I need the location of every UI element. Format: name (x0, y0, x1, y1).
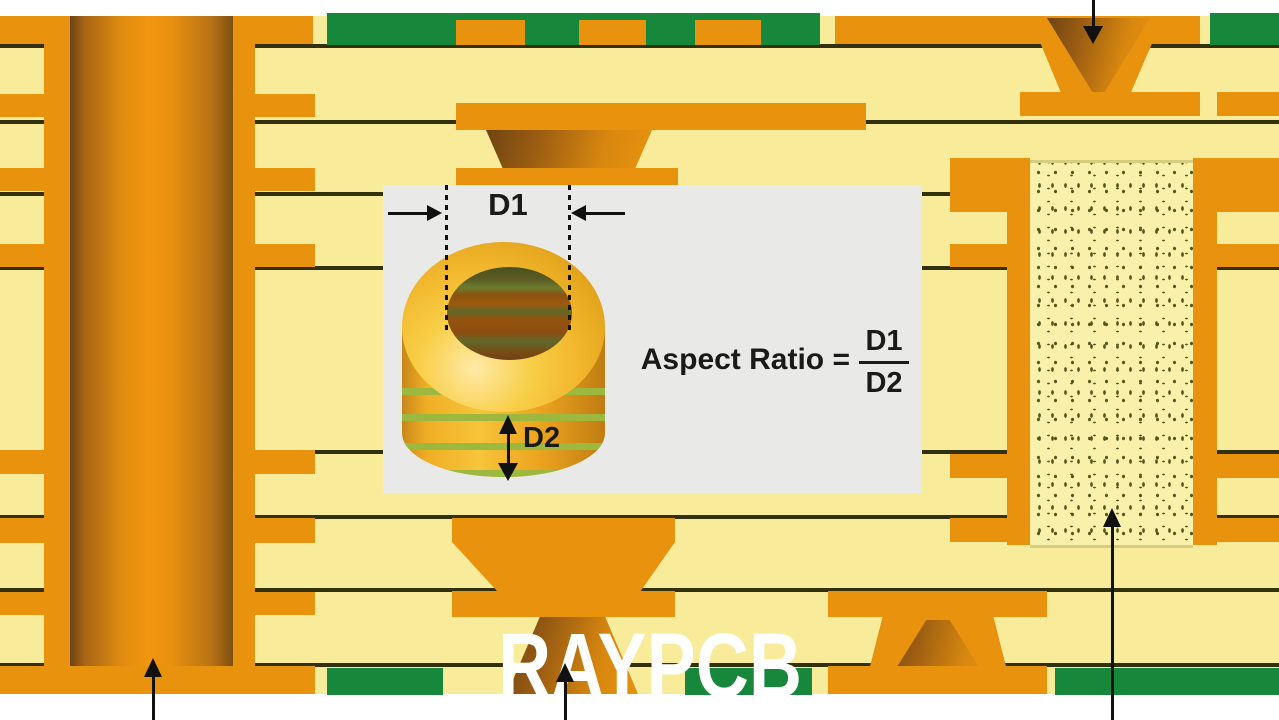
bottom-center-copper-pad (452, 591, 675, 617)
bottom-copper-band (828, 666, 1047, 694)
inner-copper-layer (255, 94, 315, 117)
top-solder-mask-pad-right (1210, 13, 1279, 45)
bottom-right-microvia-pad (828, 591, 1047, 617)
inner-copper-layer (255, 244, 315, 267)
inner-copper-layer (255, 450, 315, 474)
inner-copper-layer (0, 168, 44, 191)
bottom-solder-mask-pad (685, 668, 812, 695)
inner-copper-layer (0, 450, 44, 474)
arrow-left-icon (571, 205, 586, 221)
top-copper-pad (456, 20, 525, 45)
layer-line (0, 663, 1279, 667)
inner-copper-layer (0, 244, 44, 267)
arrow-up-icon (499, 415, 517, 434)
top-center-copper-layer (456, 103, 866, 130)
via-barrel-3d-hole (447, 267, 572, 360)
inner-copper-layer (255, 518, 315, 543)
inner-copper-layer (950, 244, 1007, 267)
inner-copper-layer (0, 94, 44, 117)
buried-via-top-pad-right (1217, 158, 1279, 212)
fraction-bar (859, 361, 909, 364)
inner-copper-layer (0, 592, 44, 615)
arrow-down-icon (1083, 26, 1103, 44)
through-via-filled-barrel (70, 16, 233, 694)
aspect-ratio-fraction: D1 D2 (857, 325, 911, 400)
buried-via-plating-left (1007, 158, 1030, 545)
aspect-ratio-inset-panel: D1 D2 Aspect Ratio = D1 D2 (383, 185, 922, 493)
through-via-plating-right (233, 16, 255, 694)
inner-copper-layer (1217, 244, 1279, 267)
top-right-microvia-target-pad (1020, 92, 1200, 116)
buried-via-resin-fill (1030, 160, 1193, 548)
d1-extent-line-left (445, 185, 448, 333)
arrow-down-icon (498, 463, 518, 481)
top-copper-pad (695, 20, 761, 45)
arrow-up-icon (556, 663, 574, 682)
inner-copper-layer (1217, 518, 1279, 542)
d2-dimension-label: D2 (523, 422, 561, 454)
d1-dimension-label: D1 (488, 187, 528, 222)
bottom-center-copper-layer (452, 518, 675, 542)
d1-extent-line-right (568, 185, 571, 335)
inner-copper-layer (950, 454, 1007, 478)
barrel-green-stripe (402, 443, 605, 450)
fraction-numerator: D1 (865, 325, 903, 357)
arrow-up-icon (1103, 508, 1121, 527)
fraction-denominator: D2 (865, 367, 903, 399)
inner-copper-layer (0, 518, 44, 543)
inner-copper-layer (255, 592, 315, 615)
aspect-ratio-formula-text: Aspect Ratio = (640, 343, 850, 376)
top-center-microvia-cone (486, 130, 652, 168)
arrow-right-icon (427, 205, 442, 221)
top-copper-pad (579, 20, 646, 45)
through-via-plating-left (44, 16, 70, 694)
inner-copper-layer (950, 518, 1007, 542)
layer-line (0, 44, 1279, 48)
top-center-copper-pad (456, 168, 678, 186)
buried-via-top-pad-left (950, 158, 1010, 212)
raypcb-watermark: RAYPCB (498, 615, 803, 717)
inner-copper-layer (1217, 454, 1279, 478)
arrow-up-icon (144, 658, 162, 677)
inner-copper-layer (1217, 92, 1279, 116)
layer-line (0, 515, 1279, 519)
buried-via-plating-right (1193, 158, 1217, 545)
bottom-solder-mask-pad (327, 668, 443, 695)
bottom-solder-mask-pad (1055, 668, 1279, 695)
inner-copper-layer (255, 168, 315, 191)
